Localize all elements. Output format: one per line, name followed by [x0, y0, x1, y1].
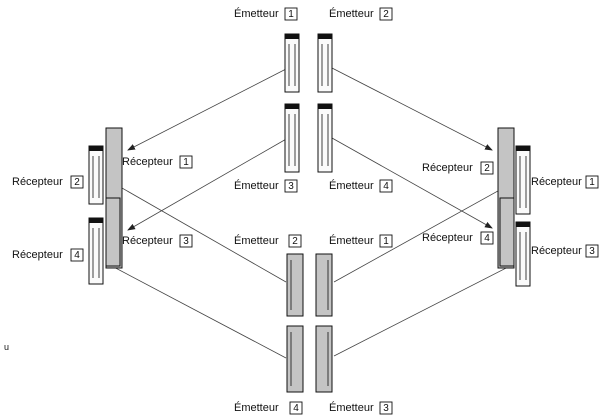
- svg-text:Émetteur: Émetteur: [329, 7, 374, 20]
- emitter-post-1-top: [284, 33, 300, 93]
- svg-text:Émetteur: Émetteur: [234, 179, 279, 192]
- label-receiver-4-right: Récepteur 4: [422, 231, 494, 245]
- emitter-post-3-bottom: [315, 325, 333, 393]
- receiver-post-left-lower: [105, 197, 121, 267]
- label-emitter-1-mid: Émetteur 1: [329, 234, 393, 248]
- svg-text:2: 2: [484, 163, 490, 174]
- label-receiver-1-right: Récepteur 1: [531, 175, 599, 189]
- label-receiver-4-left: Récepteur 4: [12, 248, 84, 262]
- svg-text:Émetteur: Émetteur: [329, 234, 374, 247]
- receiver-post-2-left: [88, 145, 104, 205]
- svg-text:1: 1: [183, 157, 189, 168]
- label-receiver-3-left: Récepteur 3: [122, 234, 193, 248]
- beam-bot-em2-to-rx2-left: [107, 179, 287, 283]
- svg-text:Récepteur: Récepteur: [422, 232, 473, 244]
- svg-text:2: 2: [383, 9, 389, 20]
- svg-text:4: 4: [383, 181, 389, 192]
- svg-text:2: 2: [74, 177, 80, 188]
- beam-em2-to-rx2-right: [331, 67, 493, 151]
- label-receiver-1-left: Récepteur 1: [122, 155, 193, 169]
- stray-mark: u: [4, 342, 9, 352]
- svg-text:Émetteur: Émetteur: [329, 401, 374, 414]
- beam-bot-em3-to-rx3-right: [333, 263, 515, 357]
- svg-text:3: 3: [183, 236, 189, 247]
- svg-text:Émetteur: Émetteur: [234, 234, 279, 247]
- svg-text:Récepteur: Récepteur: [531, 245, 582, 257]
- receiver-post-4-left: [88, 217, 104, 285]
- receiver-post-3-right: [515, 221, 531, 287]
- svg-text:Récepteur: Récepteur: [12, 249, 63, 261]
- emitter-post-1-bottom: [315, 253, 333, 317]
- svg-text:3: 3: [383, 403, 389, 414]
- svg-text:Récepteur: Récepteur: [122, 156, 173, 168]
- receiver-post-right-lower: [499, 197, 515, 267]
- emitter-post-3-top: [284, 103, 300, 173]
- label-emitter-3-bottom: Émetteur 3: [329, 401, 393, 415]
- label-emitter-2-top: Émetteur 2: [329, 7, 393, 21]
- emitter-post-4-bottom: [286, 325, 304, 393]
- beam-bot-em4-to-rx4-left: [107, 263, 287, 359]
- svg-text:Émetteur: Émetteur: [329, 179, 374, 192]
- label-emitter-3-mid: Émetteur 3: [234, 179, 298, 193]
- svg-text:2: 2: [292, 236, 298, 247]
- svg-text:4: 4: [74, 250, 80, 261]
- label-receiver-2-right: Récepteur 2: [422, 161, 494, 175]
- label-receiver-2-left: Récepteur 2: [12, 175, 84, 189]
- beam-em4-to-rx4-right: [331, 137, 493, 229]
- svg-text:Récepteur: Récepteur: [122, 235, 173, 247]
- emitter-post-2-top: [317, 33, 333, 93]
- emitter-post-2-bottom: [286, 253, 304, 317]
- svg-text:1: 1: [589, 177, 595, 188]
- svg-text:Récepteur: Récepteur: [12, 176, 63, 188]
- emitter-post-4-top: [317, 103, 333, 173]
- svg-text:Émetteur: Émetteur: [234, 401, 279, 414]
- receiver-post-1-right: [515, 145, 531, 215]
- beam-em3-to-rx3-left: [127, 137, 289, 231]
- beam-em1-to-rx1-left: [127, 67, 289, 151]
- beam-bot-em1-to-rx1-right: [333, 181, 515, 283]
- svg-text:3: 3: [589, 246, 595, 257]
- label-emitter-2-mid: Émetteur 2: [234, 234, 302, 248]
- svg-text:4: 4: [293, 403, 299, 414]
- svg-text:1: 1: [383, 236, 389, 247]
- label-emitter-1-top: Émetteur 1: [234, 7, 298, 21]
- svg-text:Émetteur: Émetteur: [234, 7, 279, 20]
- label-emitter-4-bottom: Émetteur 4: [234, 401, 303, 415]
- svg-text:3: 3: [288, 181, 294, 192]
- svg-text:Récepteur: Récepteur: [422, 162, 473, 174]
- svg-text:4: 4: [484, 233, 490, 244]
- beam-lines: [107, 67, 515, 359]
- svg-text:1: 1: [288, 9, 294, 20]
- label-receiver-3-right: Récepteur 3: [531, 244, 599, 258]
- svg-text:Récepteur: Récepteur: [531, 176, 582, 188]
- label-emitter-4-mid: Émetteur 4: [329, 179, 393, 193]
